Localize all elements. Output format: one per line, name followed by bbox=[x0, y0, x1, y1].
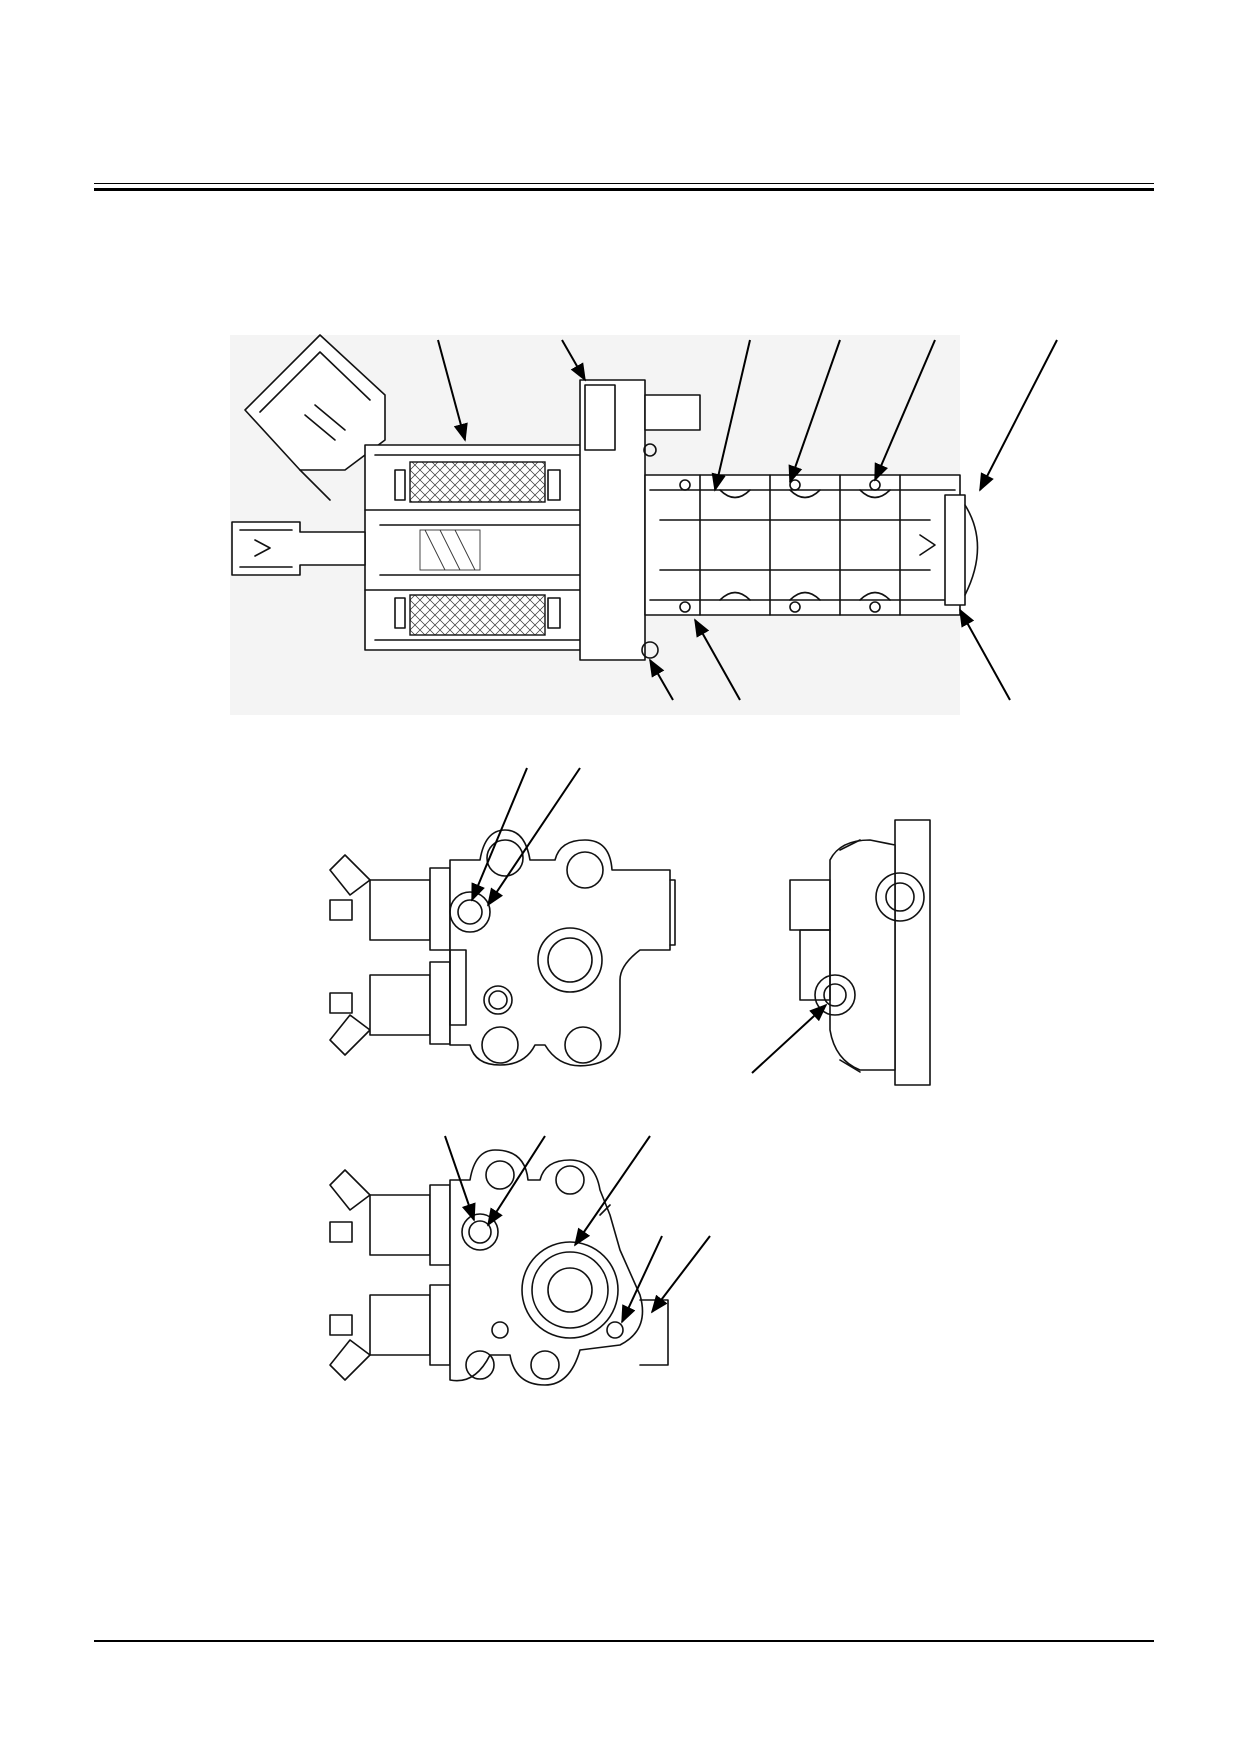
rear-solenoid-top bbox=[329, 1169, 451, 1266]
header-rule-thick bbox=[94, 188, 1154, 191]
front-leader-2 bbox=[486, 767, 581, 907]
rear-leader-1 bbox=[444, 1135, 476, 1222]
spool-housing bbox=[644, 474, 961, 616]
rear-valve-body bbox=[449, 1149, 669, 1386]
header-rule-thin bbox=[94, 183, 1154, 184]
rear-solenoid-bottom bbox=[329, 1284, 451, 1381]
rear-view bbox=[329, 1135, 711, 1386]
rear-leader-2 bbox=[487, 1135, 546, 1227]
front-solenoid-bottom bbox=[329, 961, 451, 1056]
footer-rule bbox=[94, 1640, 1154, 1642]
front-valve-body bbox=[449, 829, 676, 1067]
sectional-view bbox=[230, 334, 1058, 715]
end-plate bbox=[944, 494, 979, 606]
side-leader-1 bbox=[751, 1003, 828, 1074]
coil-winding-top bbox=[409, 461, 546, 503]
front-solenoid-top bbox=[329, 854, 451, 951]
mounting-flange bbox=[579, 379, 701, 661]
rear-leader-3 bbox=[573, 1135, 651, 1247]
plunger-tube bbox=[231, 509, 601, 591]
connector-housing bbox=[244, 334, 386, 501]
rear-leader-5 bbox=[650, 1235, 711, 1314]
front-view bbox=[329, 767, 676, 1067]
front-leader-1 bbox=[471, 767, 528, 902]
coil-bobbin-ends bbox=[394, 469, 406, 629]
rear-leader-4 bbox=[621, 1235, 663, 1324]
side-view bbox=[751, 819, 931, 1086]
coil-winding-bottom bbox=[409, 594, 546, 636]
leader-lines bbox=[437, 339, 1058, 701]
